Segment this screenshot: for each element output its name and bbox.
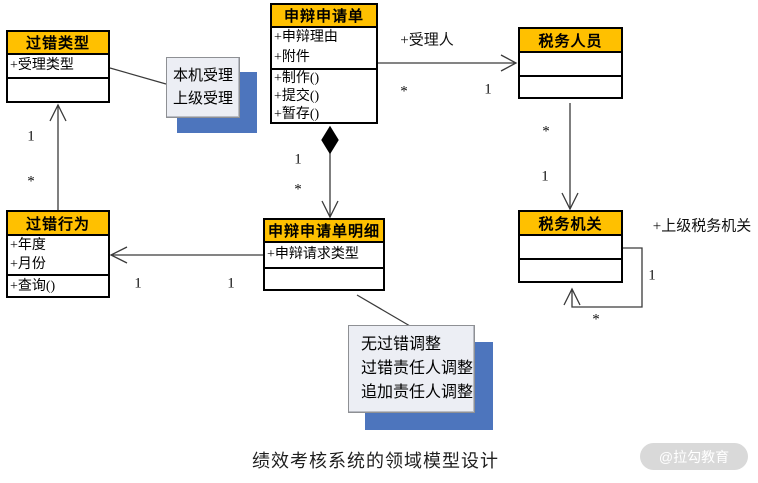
note-line: 追加责任人调整 bbox=[361, 384, 474, 401]
attr-row: +年度 bbox=[10, 238, 46, 253]
class-tax-staff-title: 税务人员 bbox=[520, 29, 621, 53]
multiplicity-staff-one: 1 bbox=[484, 81, 492, 98]
attr-row: +申辩理由 bbox=[274, 30, 338, 45]
note-accept-type: 本机受理 上级受理 bbox=[166, 57, 240, 118]
edge-staff-to-organ bbox=[561, 103, 579, 211]
composition-diamond bbox=[321, 125, 339, 155]
op-row: +暂存() bbox=[274, 107, 320, 122]
multiplicity-staff-many: * bbox=[542, 123, 550, 140]
class-appeal-form-detail: 申辩申请单明细 +申辩请求类型 bbox=[263, 218, 385, 291]
role-parent-organ: +上级税务机关 bbox=[652, 218, 752, 235]
class-fault-behavior-title: 过错行为 bbox=[8, 212, 108, 236]
multiplicity-behavior-many: * bbox=[27, 173, 35, 190]
class-tax-organ-attrs bbox=[520, 236, 621, 258]
multiplicity-organ-one: 1 bbox=[541, 168, 549, 185]
watermark-badge: @拉勾教育 bbox=[640, 443, 748, 470]
multiplicity-form-many: * bbox=[400, 83, 408, 100]
class-appeal-form-title: 申辩申请单 bbox=[272, 5, 376, 28]
class-tax-staff-attrs bbox=[520, 53, 621, 75]
note-line: 本机受理 bbox=[172, 68, 233, 84]
attr-row: +月份 bbox=[10, 257, 46, 272]
note-line: 无过错调整 bbox=[361, 336, 442, 353]
class-fault-type-title: 过错类型 bbox=[8, 32, 108, 55]
op-row: +制作() bbox=[274, 71, 320, 86]
class-tax-organ-title: 税务机关 bbox=[520, 212, 621, 236]
attr-row: +受理类型 bbox=[10, 58, 74, 73]
note-line: 上级受理 bbox=[172, 91, 233, 107]
class-appeal-form: 申辩申请单 +申辩理由 +附件 +制作() +提交() +暂存() bbox=[270, 3, 378, 124]
class-tax-organ-ops bbox=[520, 258, 621, 281]
op-row: +提交() bbox=[274, 89, 320, 104]
edge-form-to-staff bbox=[378, 54, 518, 72]
edge-detail-to-behavior bbox=[109, 246, 263, 264]
class-appeal-form-detail-ops bbox=[265, 267, 383, 289]
class-fault-type-ops bbox=[8, 77, 108, 101]
role-handler: +受理人 bbox=[400, 32, 454, 49]
op-row: +查询() bbox=[10, 279, 56, 294]
multiplicity-comp-one: 1 bbox=[294, 151, 302, 168]
class-fault-type: 过错类型 +受理类型 bbox=[6, 30, 110, 103]
multiplicity-selforgan-one: 1 bbox=[648, 267, 656, 284]
multiplicity-detail-one: 1 bbox=[227, 275, 235, 292]
multiplicity-selforgan-many: * bbox=[592, 311, 600, 328]
class-tax-staff: 税务人员 bbox=[518, 27, 623, 99]
attr-row: +附件 bbox=[274, 50, 310, 65]
edge-behavior-to-faulttype bbox=[49, 103, 67, 210]
edge-detail-note bbox=[356, 294, 411, 327]
edge-faulttype-note bbox=[109, 67, 167, 85]
class-tax-organ: 税务机关 bbox=[518, 210, 623, 283]
note-line: 过错责任人调整 bbox=[361, 360, 474, 377]
attr-row: +申辩请求类型 bbox=[267, 247, 359, 262]
multiplicity-faulttype-one: 1 bbox=[27, 128, 35, 145]
class-appeal-form-detail-title: 申辩申请单明细 bbox=[265, 220, 383, 243]
edge-organ-self bbox=[563, 247, 643, 308]
multiplicity-comp-many: * bbox=[294, 181, 302, 198]
multiplicity-behavior-one: 1 bbox=[134, 275, 142, 292]
class-tax-staff-ops bbox=[520, 75, 621, 97]
note-adjust-types: 无过错调整 过错责任人调整 追加责任人调整 bbox=[348, 325, 475, 413]
class-fault-behavior: 过错行为 +年度 +月份 +查询() bbox=[6, 210, 110, 298]
edge-composition-form-detail bbox=[321, 125, 339, 219]
diagram-caption: 绩效考核系统的领域模型设计 bbox=[252, 451, 499, 471]
